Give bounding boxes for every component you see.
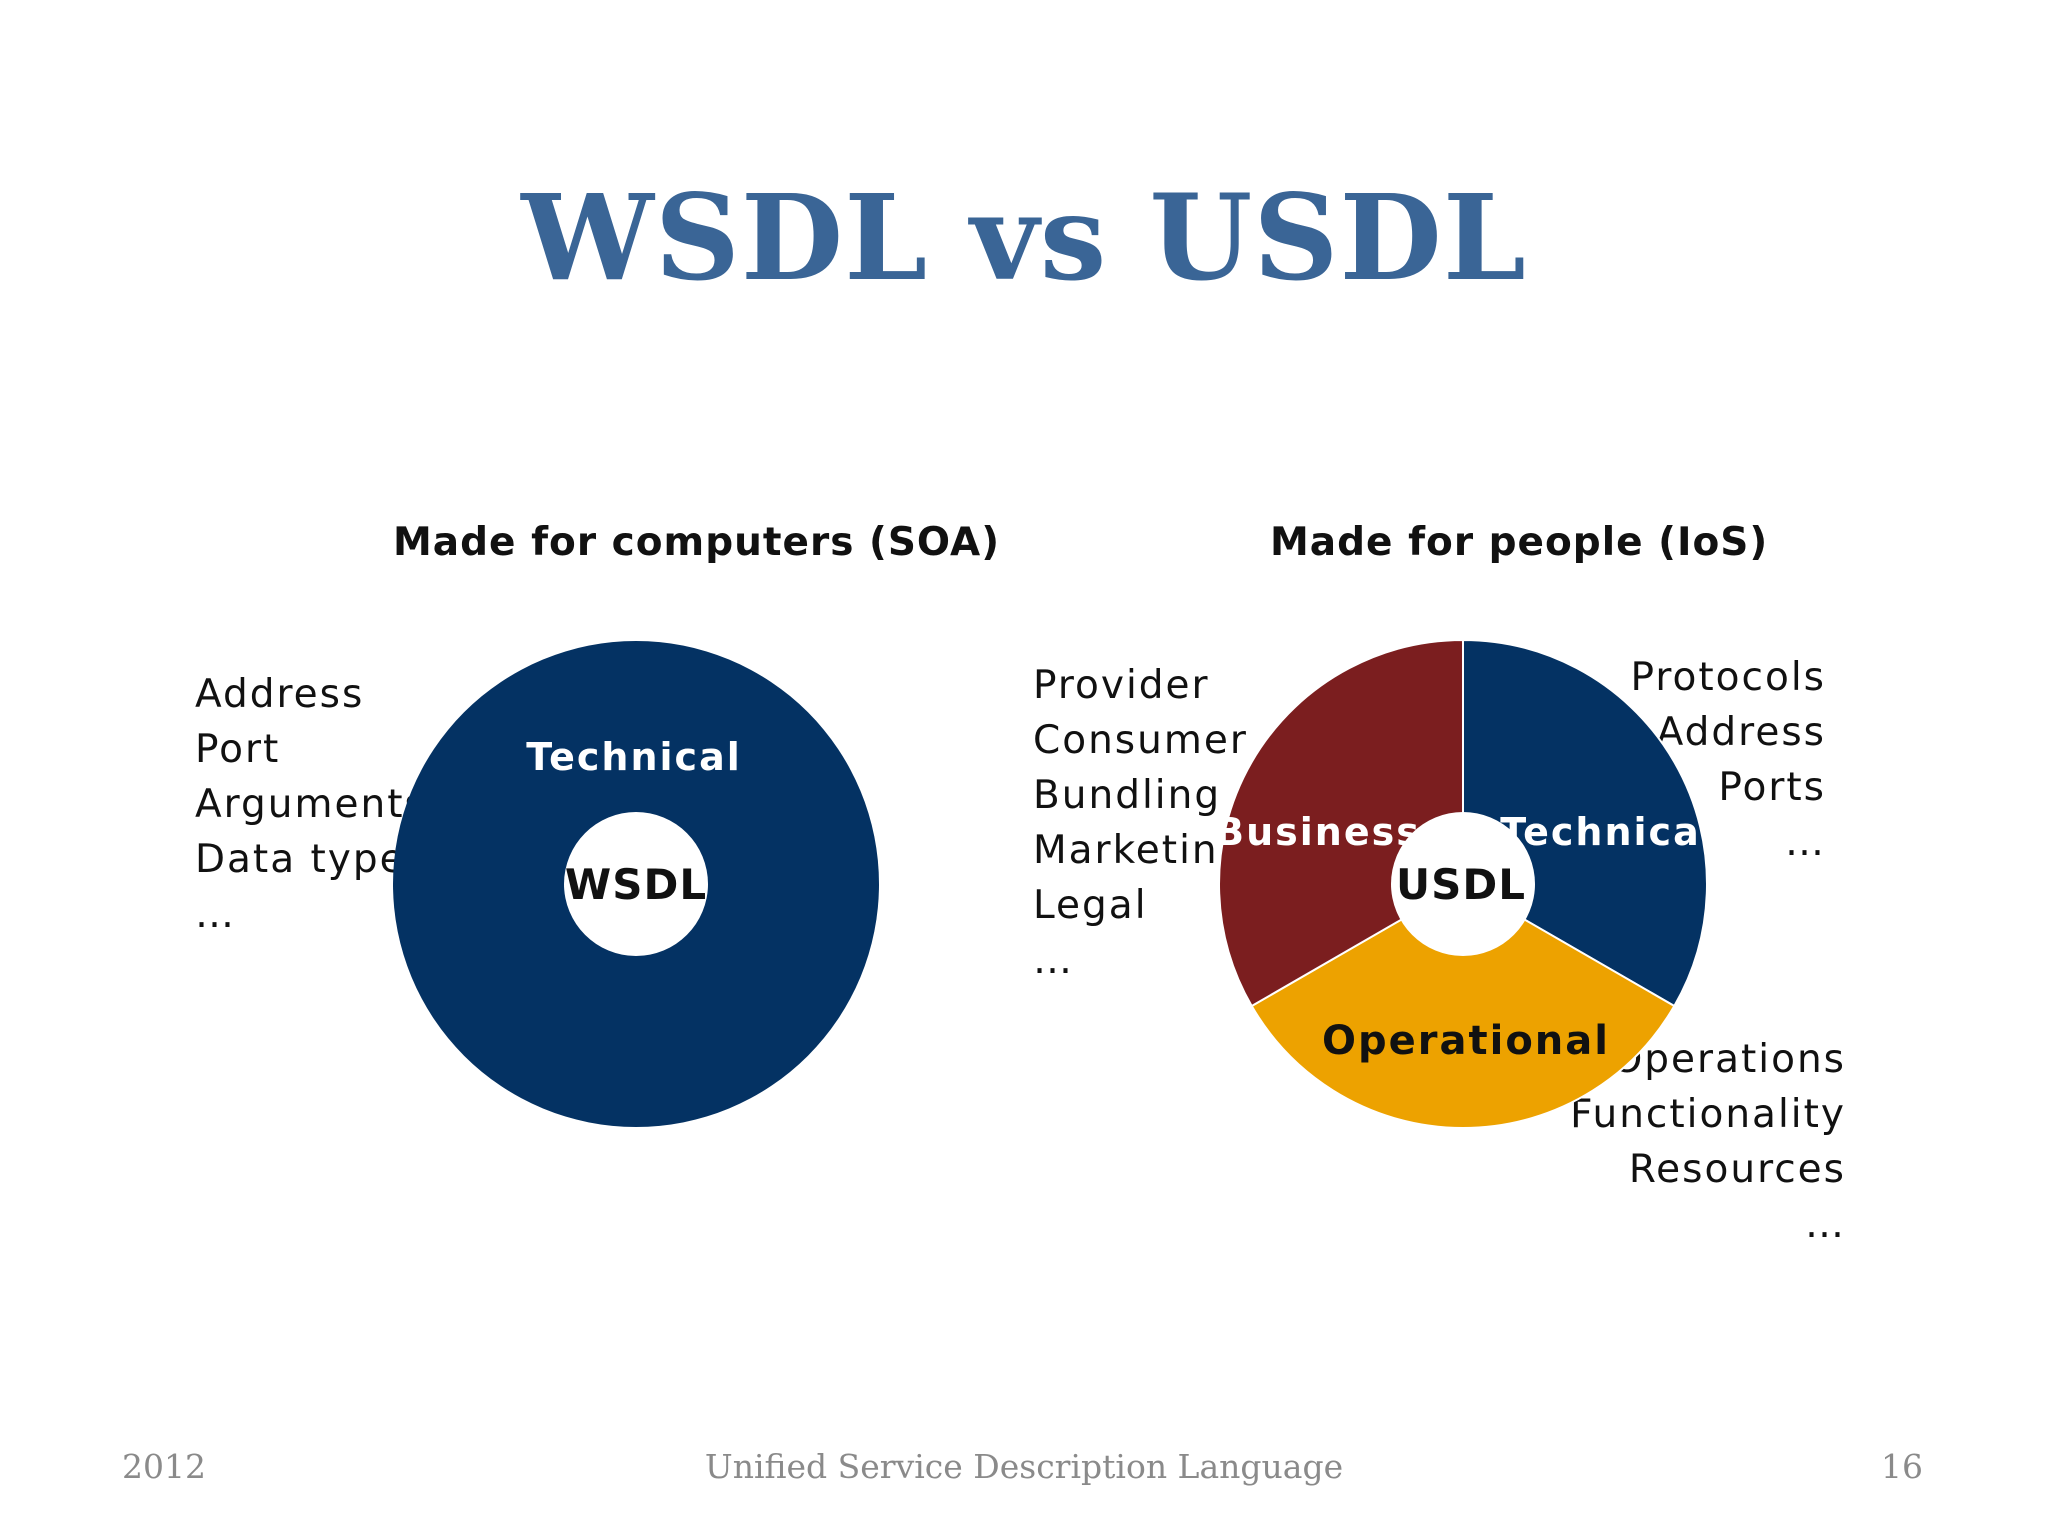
list-item: Bundling <box>1033 773 1222 818</box>
business-feature-list: Provider Consumer Bundling Marketing Leg… <box>1033 658 1248 988</box>
list-item: Legal <box>1033 883 1148 928</box>
list-item: Protocols <box>1630 655 1826 700</box>
list-item: Consumer <box>1033 718 1248 763</box>
list-item: Ports <box>1718 765 1826 810</box>
list-item: Operations <box>1611 1037 1846 1082</box>
list-item: Resources <box>1628 1147 1846 1192</box>
list-item: … <box>1033 938 1074 983</box>
page-number: 16 <box>1881 1447 1923 1486</box>
usdl-business-label: Business <box>1215 810 1421 854</box>
list-item: Port <box>195 727 281 772</box>
list-item: Functionality <box>1570 1092 1846 1137</box>
slide-title: WSDL vs USDL <box>521 168 1527 307</box>
footer-year: 2012 <box>122 1447 206 1486</box>
wsdl-donut-hole <box>564 812 708 956</box>
list-item: Arguments <box>195 782 427 827</box>
usdl-operational-label: Operational <box>1322 1018 1610 1064</box>
operational-feature-list: Operations Functionality Resources … <box>1570 1032 1846 1252</box>
list-item: … <box>1805 1202 1846 1247</box>
wsdl-feature-list: Address Port Arguments Data type … <box>195 667 427 942</box>
list-item: Data type <box>195 837 406 882</box>
footer-title: Unified Service Description Language <box>704 1447 1344 1486</box>
wsdl-donut: Technical WSDL <box>393 641 879 1127</box>
usdl-technical-label: Technical <box>1500 810 1716 854</box>
usdl-center-label: USDL <box>1396 860 1526 909</box>
usdl-donut-hole <box>1391 812 1535 956</box>
right-subtitle: Made for people (IoS) <box>1270 520 1769 565</box>
list-item: Marketing <box>1033 828 1246 873</box>
usdl-donut: Business Technical Operational USDL <box>1215 638 1716 1129</box>
list-item: … <box>1785 820 1826 865</box>
list-item: Provider <box>1033 663 1210 708</box>
technical-feature-list: Protocols Address Ports … <box>1631 650 1826 870</box>
left-subtitle: Made for computers (SOA) <box>393 520 1001 565</box>
wsdl-center-label: WSDL <box>565 860 707 909</box>
list-item: Address <box>195 672 365 717</box>
wsdl-segment-label: Technical <box>526 735 742 779</box>
list-item: Address <box>1656 710 1826 755</box>
list-item: … <box>195 892 236 937</box>
usdl-operational-segment <box>1250 882 1676 1129</box>
